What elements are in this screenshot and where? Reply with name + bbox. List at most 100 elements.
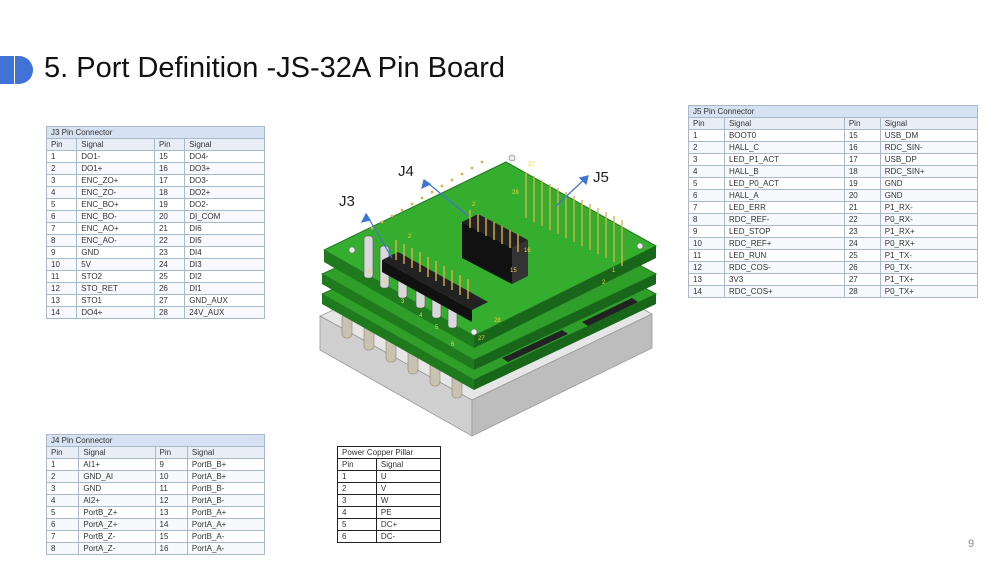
- copper-pillars: [341, 313, 463, 399]
- table-cell: AI1+: [78, 458, 156, 471]
- column-header: Pin: [154, 446, 188, 459]
- table-cell: 27: [843, 273, 881, 286]
- j4-label: J4: [398, 163, 414, 180]
- table-cell: STO2: [76, 270, 155, 283]
- table-caption: J4 Pin Connector: [46, 434, 265, 447]
- table-cell: 15: [154, 530, 188, 543]
- page-number: 9: [968, 538, 975, 550]
- table-cell: 20: [843, 189, 881, 202]
- table-cell: GND: [879, 177, 979, 190]
- table-cell: DI1: [184, 282, 265, 295]
- top-header-pins: [370, 160, 484, 230]
- table-cell: STO1: [76, 294, 155, 307]
- j3-label: J3: [339, 193, 355, 210]
- table-cell: U: [375, 470, 442, 483]
- table-cell: W: [375, 494, 442, 507]
- table-cell: 6: [688, 189, 725, 202]
- table-cell: 17: [843, 153, 881, 166]
- svg-text:28: 28: [494, 318, 501, 324]
- table-cell: GND: [78, 482, 156, 495]
- table-cell: LED_STOP: [723, 225, 845, 238]
- table-cell: PE: [375, 506, 442, 519]
- table-cell: 12: [154, 494, 188, 507]
- table-cell: 5: [337, 518, 377, 531]
- j5-label: J5: [593, 169, 609, 186]
- table-cell: RDC_SIN+: [879, 165, 979, 178]
- column-header: Pin: [843, 117, 881, 130]
- svg-text:28: 28: [512, 190, 519, 196]
- j5-pin-marks: 27 28 1 2: [512, 162, 616, 286]
- table-cell: PortB_B-: [186, 482, 266, 495]
- column-header: Pin: [45, 446, 80, 459]
- table-cell: HALL_C: [723, 141, 845, 154]
- table-cell: 10: [45, 258, 78, 271]
- table-cell: USB_DM: [879, 129, 979, 142]
- page-title: 5. Port Definition -JS-32A Pin Board: [44, 52, 506, 84]
- table-cell: DI3: [184, 258, 265, 271]
- table-cell: 3: [688, 153, 725, 166]
- table-cell: PortB_A+: [186, 506, 266, 519]
- table-cell: 1: [45, 458, 80, 471]
- table-cell: DO3-: [184, 174, 265, 187]
- svg-text:1: 1: [367, 269, 371, 275]
- table-cell: 4: [337, 506, 377, 519]
- table-cell: 11: [154, 482, 188, 495]
- table-cell: DO4+: [76, 306, 155, 319]
- column-header: Pin: [337, 458, 377, 471]
- table-cell: ENC_BO+: [76, 198, 155, 211]
- table-cell: PortA_B+: [186, 470, 266, 483]
- table-cell: P0_TX+: [879, 285, 979, 298]
- table-cell: 6: [45, 518, 80, 531]
- table-cell: 26: [153, 282, 186, 295]
- table-cell: P1_RX+: [879, 225, 979, 238]
- table-cell: 9: [45, 246, 78, 259]
- table-cell: DO2+: [184, 186, 265, 199]
- j4-pin-marks: 2 16 15: [472, 202, 531, 274]
- table-cell: DO3+: [184, 162, 265, 175]
- table-cell: 4: [45, 186, 78, 199]
- j4-connector: 2 16 15: [462, 202, 531, 284]
- table-cell: LED_RUN: [723, 249, 845, 262]
- mounting-holes: [348, 154, 644, 336]
- table-cell: LED_P1_ACT: [723, 153, 845, 166]
- table-cell: 14: [45, 306, 78, 319]
- table-cell: 4: [45, 494, 80, 507]
- table-cell: 26: [843, 261, 881, 274]
- table-cell: 18: [843, 165, 881, 178]
- table-cell: ENC_AO-: [76, 234, 155, 247]
- table-cell: 28: [843, 285, 881, 298]
- table-cell: GND_AUX: [184, 294, 265, 307]
- table-cell: 23: [843, 225, 881, 238]
- table-cell: 14: [154, 518, 188, 531]
- svg-text:1: 1: [612, 268, 616, 274]
- table-cell: 14: [688, 285, 725, 298]
- table-cell: 5: [45, 198, 78, 211]
- table-cell: P0_RX+: [879, 237, 979, 250]
- table-cell: 24V_AUX: [184, 306, 265, 319]
- table-cell: GND_AI: [78, 470, 156, 483]
- table-cell: DI6: [184, 222, 265, 235]
- svg-text:6: 6: [451, 342, 455, 348]
- table-cell: BOOT0: [723, 129, 845, 142]
- table-cell: USB_DP: [879, 153, 979, 166]
